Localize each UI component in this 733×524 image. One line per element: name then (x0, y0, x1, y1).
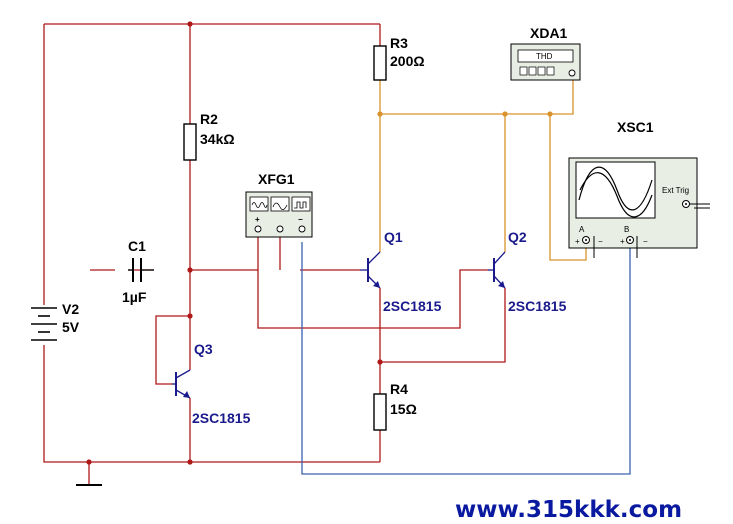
bottom-rail-wire (43, 345, 380, 463)
junction-dot (377, 111, 383, 117)
junction-dot (187, 459, 193, 465)
xda1-display (517, 49, 574, 63)
q1-label: Q1 (384, 229, 403, 245)
square-wave-icon (291, 196, 311, 212)
xda1-distortion-analyzer[interactable]: THD (510, 43, 581, 81)
triangle-wave-icon (270, 196, 290, 212)
r4-value: 15Ω (390, 401, 417, 417)
c1-label: C1 (128, 238, 146, 254)
xsc1-label: XSC1 (617, 119, 654, 135)
c1-capacitor[interactable] (128, 258, 154, 282)
r4-label: R4 (390, 381, 408, 397)
power-wires (43, 23, 506, 484)
xda1-label: XDA1 (530, 25, 568, 41)
junction-dot (502, 111, 508, 117)
xsc1-a-minus-label: − (598, 237, 603, 246)
xda1-button[interactable] (546, 66, 555, 76)
xsc1-a-plus-label: + (575, 237, 580, 246)
probe-wires (301, 242, 631, 475)
xsc1-b-minus-label: − (643, 237, 648, 246)
xfg1-minus-label: − (298, 215, 303, 224)
xda1-input-wire (550, 80, 574, 115)
q2-emitter-wire (380, 288, 506, 363)
r3-resistor[interactable] (373, 45, 387, 81)
xfg1-plus-label: + (255, 215, 260, 224)
output-wires (379, 80, 587, 261)
q2-transistor[interactable] (488, 251, 506, 289)
r2-value: 34kΩ (200, 131, 235, 147)
junction-dot (187, 313, 193, 319)
xsc1-ext-trig-label: Ext Trig (662, 186, 689, 195)
r2-resistor[interactable] (183, 123, 197, 161)
xsc1-channel-b-label: B (624, 225, 629, 234)
xda1-input-terminal[interactable] (568, 69, 576, 77)
xsc1-screen (575, 161, 656, 219)
xsc1-oscilloscope[interactable]: Ext Trig A B + − + − (568, 157, 710, 258)
xsc1-a-wire (549, 114, 587, 261)
junction-dot (187, 267, 193, 273)
q3-base-wire (155, 270, 191, 385)
xda1-display-text: THD (536, 52, 553, 61)
r2-label: R2 (200, 111, 218, 127)
junction-dot (547, 111, 553, 117)
waveform-trace (579, 172, 653, 218)
v2-battery[interactable] (31, 305, 57, 345)
xfg1-plus-terminal[interactable] (254, 225, 262, 233)
r3-label: R3 (390, 35, 408, 51)
c1-value: 1µF (122, 289, 147, 305)
xda1-button[interactable] (528, 66, 537, 76)
xda1-button[interactable] (537, 66, 546, 76)
r3-value: 200Ω (390, 53, 425, 69)
xsc1-b-wire (301, 242, 631, 475)
xfg1-label: XFG1 (258, 171, 295, 187)
junction-dot (187, 21, 193, 27)
q2-label: Q2 (508, 229, 527, 245)
junctions (86, 21, 553, 465)
xsc1-channel-a-label: A (579, 225, 585, 234)
watermark-text: www.315kkk.com (455, 497, 682, 523)
q1-transistor[interactable] (360, 251, 381, 289)
waveform-trace (578, 166, 653, 211)
r4-resistor[interactable] (373, 393, 387, 431)
xfg1-plus-wire (190, 234, 259, 271)
xfg1-common-terminal[interactable] (276, 225, 284, 233)
xfg1-minus-terminal[interactable] (298, 225, 306, 233)
v2-label: V2 (62, 301, 79, 317)
xfg1-function-generator[interactable]: + − (245, 191, 313, 238)
q3-label: Q3 (194, 341, 213, 357)
q1-model: 2SC1815 (383, 298, 442, 314)
q3-transistor[interactable] (172, 369, 191, 399)
xda1-button[interactable] (519, 66, 528, 76)
q2-model: 2SC1815 (508, 298, 567, 314)
junction-dot (377, 359, 383, 365)
sine-wave-icon (249, 196, 269, 212)
q2-base-wire (257, 269, 488, 329)
v2-value: 5V (62, 319, 80, 335)
xsc1-b-plus-label: + (620, 237, 625, 246)
q3-model: 2SC1815 (192, 410, 251, 426)
junction-dot (86, 459, 92, 465)
